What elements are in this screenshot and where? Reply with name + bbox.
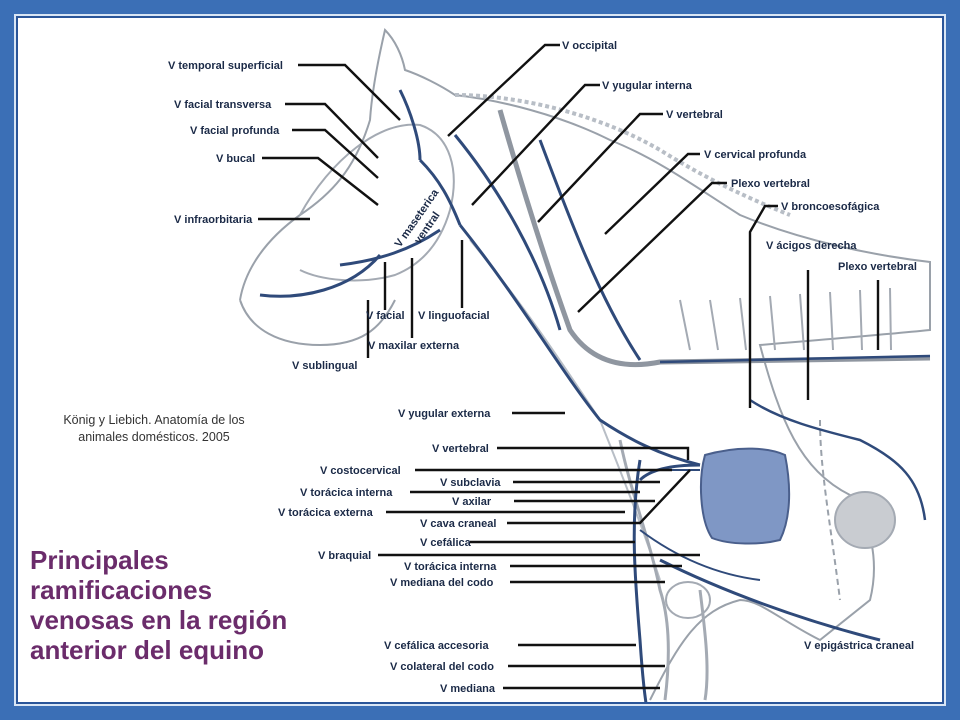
vein-temporal — [398, 89, 422, 161]
leader-bucal — [262, 156, 379, 206]
vein-network — [259, 89, 931, 716]
vein-broncoesofagica — [749, 398, 927, 521]
vein-vertebral — [538, 139, 642, 361]
vein-yugular-interna — [453, 134, 562, 331]
citation-line-2: animales domésticos. 2005 — [78, 430, 230, 444]
label-toracica-externa: V torácica externa — [278, 507, 374, 519]
vein-labels: V temporal superficial V facial transver… — [168, 40, 917, 695]
label-subclavia: V subclavia — [440, 477, 501, 489]
vein-epigastrica — [659, 558, 881, 642]
neck-lower-line — [469, 239, 661, 581]
title-line-1: Principales — [30, 545, 169, 575]
source-citation: König y Liebich. Anatomía de los animale… — [34, 412, 274, 446]
title-line-4: anterior del equino — [30, 635, 265, 665]
label-maxilar-externa: V maxilar externa — [368, 340, 460, 352]
diaphragm-dashed — [819, 419, 841, 601]
label-vertebral-mid: V vertebral — [432, 443, 489, 455]
label-temporal-superficial: V temporal superficial — [168, 60, 283, 72]
vein-linguofacial — [339, 228, 441, 267]
leader-occipital — [447, 43, 560, 137]
label-plexo-vertebral-2: Plexo vertebral — [838, 261, 917, 273]
label-mediana: V mediana — [440, 683, 496, 695]
leader-plexo-vertebral-1 — [577, 181, 727, 313]
vein-acigos — [659, 354, 931, 364]
ribs — [679, 287, 892, 351]
leader-vertebral-top — [537, 112, 663, 223]
label-mediana-del-codo: V mediana del codo — [390, 577, 494, 589]
label-broncoesofagica: V broncoesofágica — [781, 201, 880, 213]
forelimb — [618, 439, 709, 701]
vein-cava — [638, 463, 701, 482]
label-cefalica: V cefálica — [420, 537, 472, 549]
label-braquial: V braquial — [318, 550, 371, 562]
label-facial-profunda: V facial profunda — [190, 125, 280, 137]
vein-toracica-interna — [639, 529, 761, 581]
vein-maxilar — [418, 158, 462, 226]
slide-title: Principales ramificaciones venosas en la… — [30, 545, 360, 665]
label-epigastrica-craneal: V epigástrica craneal — [804, 640, 914, 652]
label-toracica-interna-2: V torácica interna — [404, 561, 497, 573]
leader-facial-profunda — [292, 128, 379, 179]
label-cefalica-accesoria: V cefálica accesoria — [384, 640, 489, 652]
leader-broncoesofagica — [748, 204, 778, 408]
label-toracica-interna-1: V torácica interna — [300, 487, 393, 499]
label-cervical-profunda: V cervical profunda — [704, 149, 807, 161]
label-acigos-derecha: V ácigos derecha — [766, 240, 857, 252]
leader-temporal-superficial — [298, 63, 401, 121]
horse-outline — [239, 28, 931, 701]
leader-lines — [258, 43, 880, 690]
label-yugular-interna: V yugular interna — [602, 80, 693, 92]
label-yugular-externa: V yugular externa — [398, 408, 491, 420]
label-infraorbitaria: V infraorbitaria — [174, 214, 253, 226]
vertebral-column — [497, 109, 931, 368]
leader-yugular-interna — [471, 83, 600, 206]
label-facial-transversa: V facial transversa — [174, 99, 272, 111]
vein-facial — [259, 254, 382, 298]
label-bucal: V bucal — [216, 153, 255, 165]
skull — [299, 123, 455, 282]
label-facial: V facial — [366, 310, 405, 322]
label-plexo-vertebral-1: Plexo vertebral — [731, 178, 810, 190]
label-occipital: V occipital — [562, 40, 617, 52]
shoulder-joint — [665, 581, 711, 619]
horse-illustration — [239, 28, 931, 701]
leader-cervical-profunda — [604, 152, 700, 235]
citation-line-1: König y Liebich. Anatomía de los — [63, 413, 245, 427]
leader-facial-transversa — [285, 102, 379, 159]
label-costocervical: V costocervical — [320, 465, 401, 477]
stomach-shape — [834, 491, 896, 549]
label-axilar: V axilar — [452, 496, 492, 508]
label-linguofacial: V linguofacial — [418, 310, 490, 322]
label-cava-craneal: V cava craneal — [420, 518, 496, 530]
heart — [699, 447, 791, 545]
vein-jugular-externa — [458, 224, 701, 467]
label-vertebral-top: V vertebral — [666, 109, 723, 121]
label-sublingual: V sublingual — [292, 360, 357, 372]
label-colateral-del-codo: V colateral del codo — [390, 661, 494, 673]
leader-vertebral-mid — [497, 446, 690, 460]
title-line-3: venosas en la región — [30, 605, 288, 635]
label-masseterica: V maseterica ventral — [393, 187, 443, 250]
leader-cava-craneal — [507, 469, 691, 525]
vein-cefalica — [632, 459, 650, 716]
title-line-2: ramificaciones — [30, 575, 213, 605]
mane — [454, 93, 791, 217]
